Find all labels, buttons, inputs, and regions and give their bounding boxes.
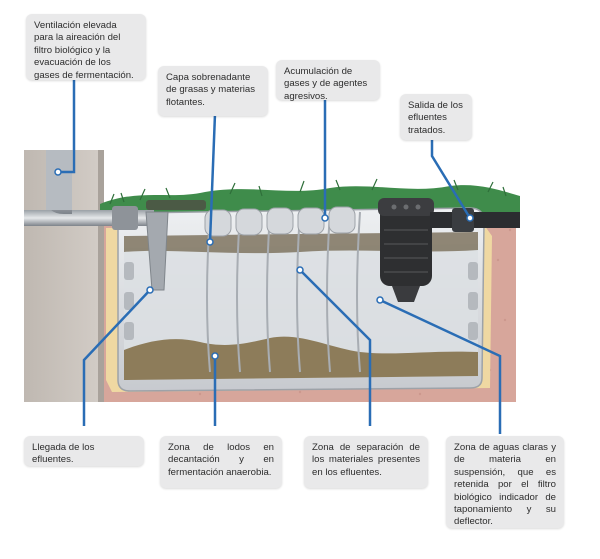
filter-deflector — [392, 286, 420, 302]
filter-top-holes — [391, 204, 421, 210]
leader-inlet — [82, 289, 151, 426]
leader-scum — [208, 113, 217, 243]
leader-ventilation — [58, 80, 76, 174]
callout-separation-zone: Zona de separación de los materiales pre… — [304, 436, 428, 488]
tank-side-rib-marks — [124, 262, 478, 340]
callout-clear-water-zone: Zona de aguas claras y de materia en sus… — [446, 436, 564, 528]
sludge-layer — [124, 336, 478, 380]
tank-top-domes — [204, 206, 356, 237]
inlet-pipe-coupling — [112, 206, 138, 230]
callout-gas-accumulation: Acumulación de gases y de agentes agresi… — [276, 60, 380, 102]
filter-ribs — [384, 229, 428, 273]
callout-scum-layer: Capa sobrenadante de grasas y materias f… — [158, 66, 268, 116]
filter-housing — [380, 200, 432, 286]
leader-separation — [299, 269, 372, 426]
grass-blades — [109, 178, 507, 205]
inlet-dip-pipe — [145, 211, 169, 291]
outlet-pipe — [430, 212, 520, 228]
ventilation-pipe-body — [46, 150, 72, 210]
callout-sludge-zone: Zona de lodos en decantación y en fermen… — [160, 436, 282, 488]
leader-outlet — [430, 138, 472, 219]
wall-edge — [98, 150, 104, 402]
inlet-manhole-lid — [146, 200, 206, 210]
callout-inlet: Llegada de los efluentes. — [24, 436, 144, 466]
leader-dots — [54, 168, 474, 360]
callout-ventilation: Ventilación elevada para la aireación de… — [26, 14, 146, 81]
leader-clear-water — [379, 298, 502, 434]
callout-outlet: Salida de los efluentes tratados. — [400, 94, 472, 140]
leader-lines — [58, 80, 502, 434]
